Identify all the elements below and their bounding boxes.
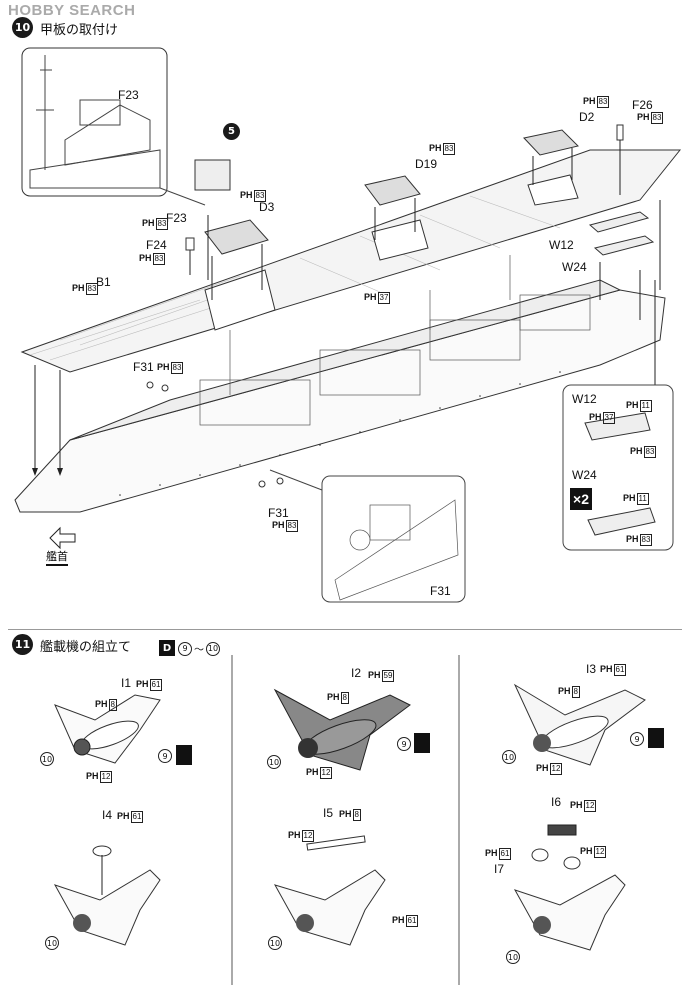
flip-side-icon	[648, 728, 664, 748]
part-label-f23: F23	[166, 211, 187, 225]
part-label-f23-inset: F23	[118, 88, 139, 102]
part-label-i7: I7	[494, 862, 505, 876]
part-label-w24: W24	[562, 260, 587, 274]
i6-decal-10: 10	[506, 950, 520, 964]
part-label-i6: I6	[551, 795, 562, 809]
i4-decal-10: 10	[45, 936, 59, 950]
part-label-f31-detail: F31	[430, 584, 451, 598]
ship-deck-diagram	[8, 47, 682, 630]
i1-decal-10: 10	[40, 752, 54, 766]
flip-side-icon	[176, 745, 192, 765]
decal-range: 9〜10	[178, 641, 220, 656]
part-label-f26: F26	[632, 98, 653, 112]
part-label-i1: I1	[121, 676, 132, 690]
part-label-f31-bottom: F31	[268, 506, 289, 520]
step-10-number: 10	[12, 17, 33, 38]
part-label-d2: D2	[579, 110, 595, 124]
callout-w12-label: W12	[572, 392, 597, 406]
part-label-b1: B1	[96, 275, 111, 289]
bow-label: 艦首	[46, 548, 68, 566]
aircraft-diagram	[53, 655, 646, 985]
step-11-number: 11	[12, 634, 33, 655]
i3-decal-10: 10	[502, 750, 516, 764]
part-label-f31-top: F31	[133, 360, 154, 374]
callout-w24-label: W24	[572, 468, 597, 482]
part-label-d19: D19	[415, 157, 438, 171]
quantity-badge: ×2	[570, 488, 592, 510]
part-label-i3: I3	[586, 662, 597, 676]
decal-sheet-icon: D	[159, 640, 175, 656]
part-label-d3: D3	[259, 200, 275, 214]
flip-side-icon	[414, 733, 430, 753]
i2-decal-10: 10	[267, 755, 281, 769]
i5-decal-10: 10	[268, 936, 282, 950]
step-10-title: 甲板の取付け	[40, 23, 119, 38]
part-label-i5: I5	[323, 806, 334, 820]
part-5-marker: 5	[223, 123, 240, 140]
i2-decal-9: 9	[397, 737, 411, 751]
part-label-f24: F24	[146, 238, 167, 252]
part-label-w12: W12	[549, 238, 574, 252]
watermark-text: HOBBY SEARCH	[8, 2, 136, 19]
step-11-title: 艦載機の組立て	[40, 640, 132, 655]
part-label-i4: I4	[102, 808, 113, 822]
i1-decal-9: 9	[158, 749, 172, 763]
i3-decal-9: 9	[630, 732, 644, 746]
part-label-i2: I2	[351, 666, 362, 680]
